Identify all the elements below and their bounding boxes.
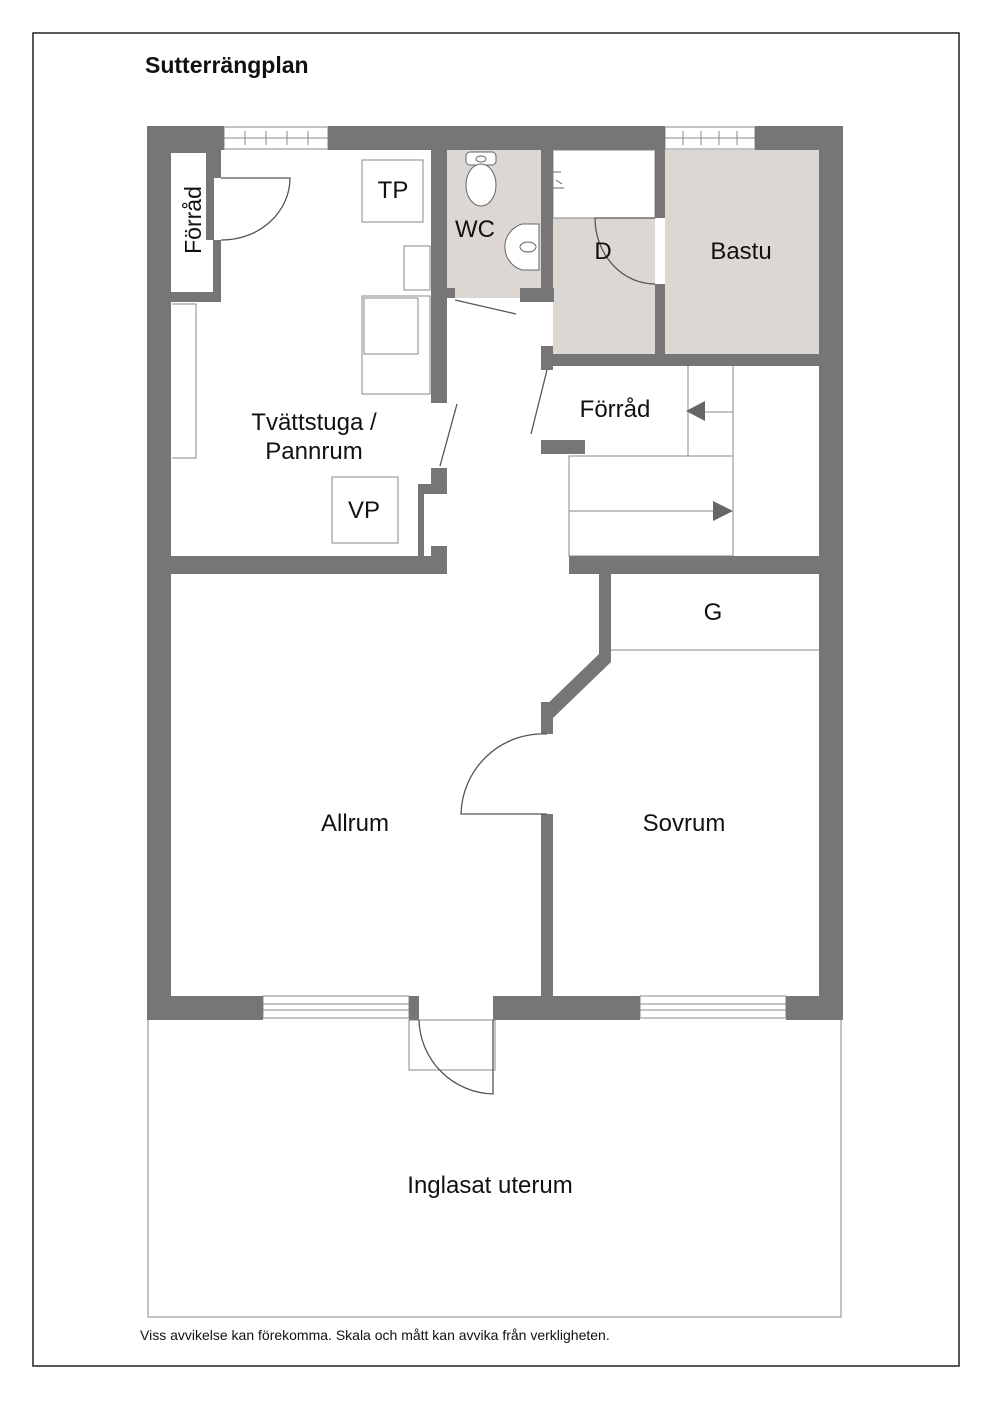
wall [541, 702, 553, 734]
entry-door-swing [418, 1019, 494, 1095]
window-ticks [244, 131, 738, 145]
stair-arrow-right-icon [713, 501, 733, 521]
wall [147, 996, 263, 1020]
window-sovrum [639, 995, 787, 1019]
wall [147, 126, 171, 1020]
wall [541, 346, 553, 370]
vp-box [331, 476, 399, 544]
wall [541, 814, 553, 996]
room-label-wc: WC [455, 216, 495, 243]
wall [171, 292, 221, 302]
room-label-tvattstuga: Tvättstuga / [251, 409, 377, 436]
wall [447, 288, 455, 298]
wet-room-floors [447, 150, 819, 354]
wall [418, 484, 424, 556]
wall [409, 996, 419, 1020]
room-label-uterum: Inglasat uterum [407, 1172, 572, 1199]
side-panel [172, 303, 197, 459]
wall [171, 150, 214, 153]
wall [493, 996, 640, 1020]
wall [431, 150, 447, 403]
room-label-sovrum: Sovrum [643, 810, 726, 837]
room-label-forrad: Förråd [180, 186, 206, 254]
stair-arrow-left-icon [686, 401, 705, 421]
storage-door [530, 369, 548, 435]
entry-step [408, 1019, 496, 1071]
laundry-door [439, 403, 458, 467]
fixture-lines [147, 149, 842, 1318]
room-label-d: D [594, 238, 611, 265]
wall [206, 150, 214, 240]
stair-arrows [686, 401, 733, 521]
walls [147, 126, 843, 1020]
wall [541, 654, 611, 718]
wc-door [454, 299, 517, 315]
shelf-box [552, 149, 656, 219]
room-label-pannrum: Pannrum [265, 438, 362, 465]
closet-door-swing [220, 177, 291, 241]
sanitary-fixtures [465, 151, 564, 271]
room-label-allrum: Allrum [321, 810, 389, 837]
wall [569, 556, 843, 574]
fixture-label-vp: VP [348, 497, 380, 524]
wall [541, 440, 585, 454]
wall [655, 150, 665, 218]
plan-title: Sutterrängplan [145, 52, 309, 78]
doors [220, 177, 656, 1095]
tp-box [361, 159, 424, 223]
fixture-label-tp: TP [378, 177, 409, 204]
page-frame [32, 32, 960, 1367]
wall [553, 354, 843, 366]
wall [541, 150, 553, 302]
sunroom-outline [147, 1020, 842, 1318]
d-floor [553, 218, 655, 354]
sauna-heater-icon [553, 171, 564, 189]
laundry-counter [361, 295, 431, 395]
wall [213, 240, 221, 302]
toilet-bowl-icon [465, 163, 497, 207]
wall [328, 126, 665, 150]
room-labels: Förråd TP WC D Bastu Tvättstuga / Pannru… [180, 177, 772, 1199]
stair-run [568, 455, 734, 557]
wall [418, 484, 447, 494]
room-label-forrad-mid: Förråd [580, 396, 651, 423]
room-label-g: G [704, 599, 723, 626]
wall [206, 150, 221, 178]
d-door-swing [594, 217, 656, 285]
wall [655, 284, 665, 354]
disclaimer-text: Viss avvikelse kan förekomma. Skala och … [140, 1327, 610, 1343]
bedroom-door-swing [460, 733, 548, 815]
wall [171, 556, 447, 574]
wall [786, 996, 843, 1020]
window-allrum [262, 995, 410, 1019]
wall [599, 574, 611, 662]
wall-cabinet [403, 245, 431, 291]
bastu-floor [665, 150, 819, 354]
room-label-bastu: Bastu [710, 238, 771, 265]
laundry-sink [363, 297, 419, 355]
